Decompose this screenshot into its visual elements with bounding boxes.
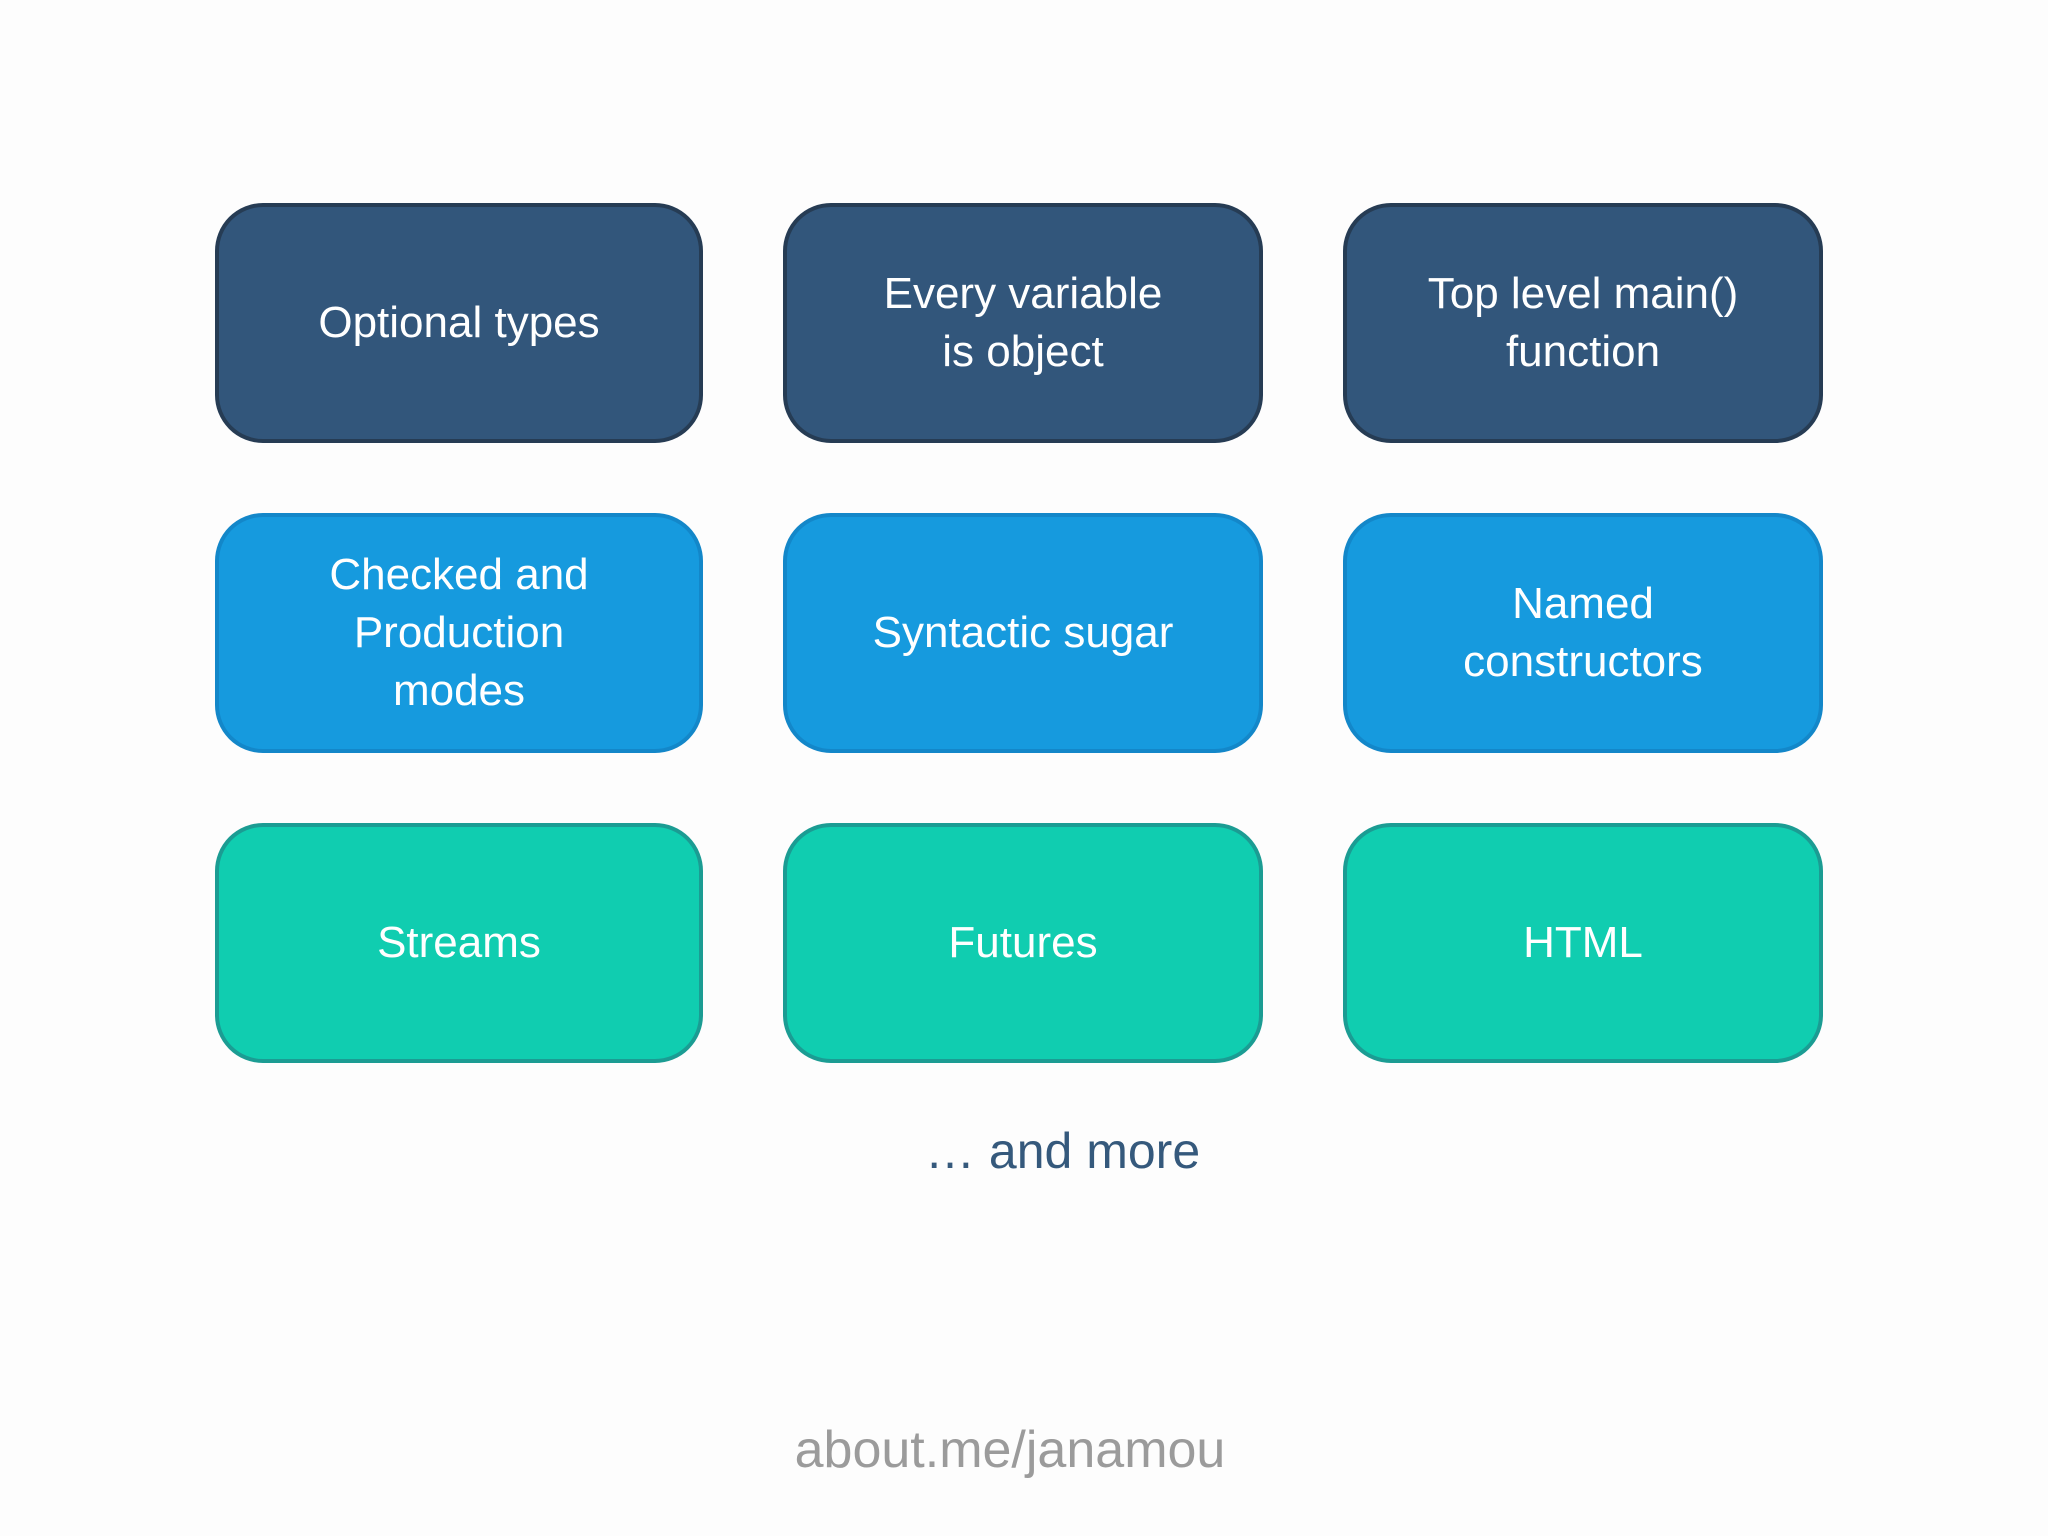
box-checked-production-modes: Checked and Production modes <box>215 513 703 753</box>
box-optional-types: Optional types <box>215 203 703 443</box>
box-every-variable-is-object-label: Every variable is object <box>883 268 1163 376</box>
box-every-variable-is-object: Every variable is object <box>783 203 1263 443</box>
box-streams-label: Streams <box>377 917 541 967</box>
box-html-label: HTML <box>1523 917 1643 967</box>
box-syntactic-sugar-label: Syntactic sugar <box>872 607 1174 657</box>
box-html: HTML <box>1343 823 1823 1063</box>
box-optional-types-label: Optional types <box>318 297 600 347</box>
box-checked-production-modes-label: Checked and Production modes <box>329 549 589 716</box>
box-top-level-main-function-label: Top level main() function <box>1427 268 1739 376</box>
box-top-level-main-function: Top level main() function <box>1343 203 1823 443</box>
box-futures-label: Futures <box>948 917 1098 967</box>
and-more-text: … and more <box>925 1123 1201 1179</box>
credit-text: about.me/janamou <box>794 1421 1226 1479</box>
box-futures: Futures <box>783 823 1263 1063</box>
feature-grid: Optional types Every variable is object … <box>215 203 1823 1063</box>
box-streams: Streams <box>215 823 703 1063</box>
box-syntactic-sugar: Syntactic sugar <box>783 513 1263 753</box>
box-named-constructors-label: Named constructors <box>1463 578 1703 686</box>
box-named-constructors: Named constructors <box>1343 513 1823 753</box>
